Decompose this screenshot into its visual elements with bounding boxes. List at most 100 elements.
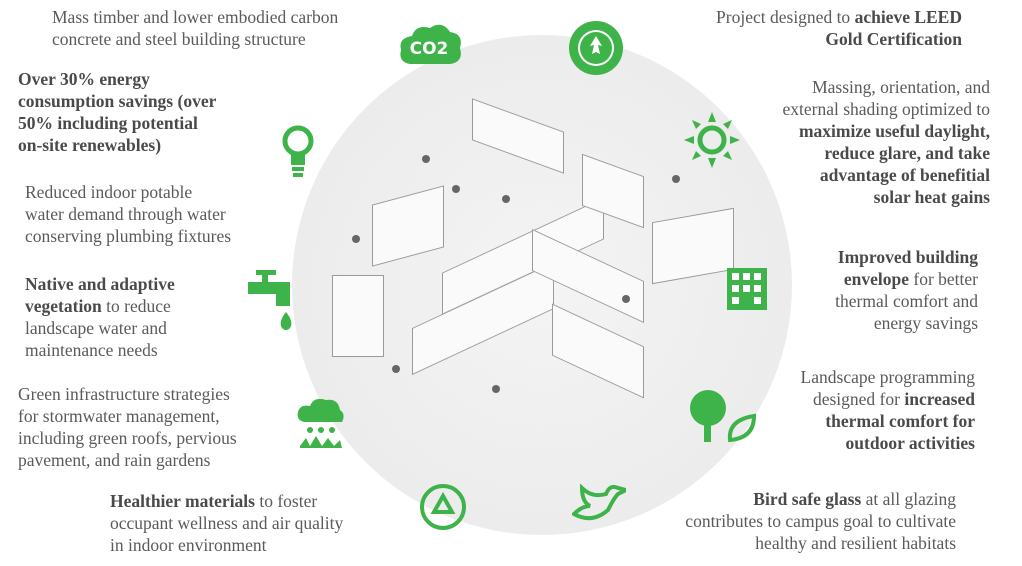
- callout-text: to reduce: [101, 296, 171, 316]
- callout-emphasis: reduce glare, and take: [824, 143, 990, 163]
- callout-line: advantage of benefitial: [782, 164, 990, 186]
- sun-icon: [684, 112, 740, 168]
- callout-line: Gold Certification: [716, 28, 962, 50]
- callout-text: Project designed to: [716, 7, 855, 27]
- callout-line: Massing, orientation, and: [782, 76, 990, 98]
- callout-text: including green roofs, pervious: [18, 428, 237, 448]
- callout-line: thermal comfort and: [835, 290, 978, 312]
- callout-line: envelope for better: [835, 268, 978, 290]
- callout-emphasis: vegetation: [25, 296, 102, 316]
- callout-text: Landscape programming: [800, 367, 975, 387]
- rain-cloud-icon: [297, 398, 344, 448]
- callout-text: Massing, orientation, and: [812, 77, 990, 97]
- callout-line: thermal comfort for: [801, 410, 975, 432]
- callout-text: maintenance needs: [25, 340, 158, 360]
- callout-emphasis: advantage of benefitial: [819, 165, 990, 185]
- callout-emphasis: on-site renewables): [18, 135, 162, 155]
- callout-line: external shading optimized to: [782, 98, 990, 120]
- callout-line: Reduced indoor potable: [25, 181, 231, 203]
- callout-text: energy savings: [873, 313, 978, 333]
- callout-text: conserving plumbing fixtures: [25, 226, 232, 246]
- callout-emphasis: Gold Certification: [825, 29, 962, 49]
- callout-emphasis: maximize useful daylight,: [798, 121, 990, 141]
- callout-line: maximize useful daylight,: [782, 120, 990, 142]
- callout-line: solar heat gains: [782, 186, 990, 208]
- callout-emphasis: Native and adaptive: [25, 274, 175, 294]
- callout-line: Bird safe glass at all glazing: [685, 488, 956, 510]
- faucet-drop-icon: [248, 270, 292, 330]
- callout-emphasis: Healthier materials: [110, 491, 255, 511]
- callout-text: thermal comfort and: [835, 291, 978, 311]
- tree-leaf-icon: [690, 390, 757, 443]
- co2-cloud-icon: CO2: [400, 24, 461, 64]
- building-envelope-icon: [727, 268, 767, 310]
- callout-text: occupant wellness and air quality: [110, 513, 344, 533]
- callout-text: external shading optimized to: [782, 99, 990, 119]
- callout-line: Mass timber and lower embodied carbon: [52, 6, 338, 28]
- callout-emphasis: consumption savings (over: [18, 91, 217, 111]
- callout-text: water demand through water: [25, 204, 226, 224]
- callout-line: for stormwater management,: [18, 405, 237, 427]
- callout-emphasis: Improved building: [837, 247, 978, 267]
- callout-line: Over 30% energy: [18, 68, 216, 90]
- callout-line: conserving plumbing fixtures: [25, 225, 231, 247]
- callout-line: Improved building: [835, 246, 978, 268]
- callout-line: Landscape programming: [801, 366, 975, 388]
- callout-line: Healthier materials to foster: [110, 490, 343, 512]
- callout-line: including green roofs, pervious: [18, 427, 237, 449]
- callout-emphasis: envelope: [843, 269, 909, 289]
- callout-line: energy savings: [835, 312, 978, 334]
- callout-text: landscape water and: [25, 318, 167, 338]
- callout-line: Project designed to achieve LEED: [716, 6, 962, 28]
- callout-line: contributes to campus goal to cultivate: [685, 510, 956, 532]
- callout-line: outdoor activities: [801, 432, 975, 454]
- callout-emphasis: Bird safe glass: [753, 489, 862, 509]
- callout-text: for better: [909, 269, 978, 289]
- callout-line: designed for increased: [801, 388, 975, 410]
- callout-text: at all glazing: [861, 489, 956, 509]
- callout-text: designed for: [812, 389, 905, 409]
- callout-text: for stormwater management,: [18, 406, 220, 426]
- lightbulb-icon: [282, 125, 314, 177]
- callout-line: water demand through water: [25, 203, 231, 225]
- callout-line: vegetation to reduce: [25, 295, 175, 317]
- callout-emphasis: achieve LEED: [854, 7, 962, 27]
- callout-text: healthy and resilient habitats: [755, 533, 956, 553]
- callout-line: pavement, and rain gardens: [18, 449, 237, 471]
- callout-emphasis: thermal comfort for: [825, 411, 975, 431]
- callout-text: Reduced indoor potable: [25, 182, 193, 202]
- callout-line: reduce glare, and take: [782, 142, 990, 164]
- callout-text: in indoor environment: [110, 535, 267, 555]
- callout-text: Mass timber and lower embodied carbon: [52, 7, 339, 27]
- callout-emphasis: solar heat gains: [873, 187, 990, 207]
- co2-label: CO2: [410, 39, 449, 59]
- bird-icon: [572, 484, 626, 521]
- callout-line: in indoor environment: [110, 534, 343, 556]
- callout-line: on-site renewables): [18, 134, 216, 156]
- leed-seal-icon: [569, 21, 623, 75]
- callout-line: Native and adaptive: [25, 273, 175, 295]
- callout-emphasis: 50% including potential: [18, 113, 198, 133]
- callout-line: concrete and steel building structure: [52, 28, 338, 50]
- recycle-icon: [420, 484, 466, 530]
- callout-line: occupant wellness and air quality: [110, 512, 343, 534]
- callout-text: contributes to campus goal to cultivate: [685, 511, 956, 531]
- callout-text: concrete and steel building structure: [52, 29, 306, 49]
- callout-text: to foster: [254, 491, 318, 511]
- callout-line: 50% including potential: [18, 112, 216, 134]
- callout-emphasis: increased: [904, 389, 975, 409]
- callout-line: maintenance needs: [25, 339, 175, 361]
- callout-emphasis: Over 30% energy: [18, 69, 150, 89]
- callout-text: pavement, and rain gardens: [18, 450, 211, 470]
- campus-axonometric-illustration: [292, 35, 792, 535]
